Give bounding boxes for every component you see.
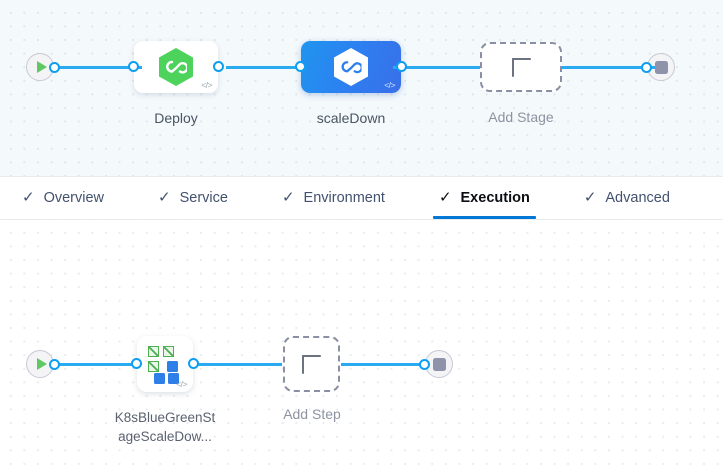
tab-label: Environment (303, 190, 385, 206)
step-code-badge: </> (176, 379, 187, 389)
end-input-port[interactable] (419, 359, 430, 370)
end-input-port[interactable] (641, 62, 652, 73)
connector-step-to-addstep (197, 363, 282, 366)
tab-environment[interactable]: ✓ Environment (282, 177, 385, 219)
step-label: K8sBlueGreenSt ageScaleDow... (103, 408, 227, 446)
check-icon: ✓ (438, 188, 452, 206)
kubernetes-scale-icon (148, 346, 182, 384)
step-label-line-2: ageScaleDow... (118, 429, 212, 444)
add-step-node[interactable] (283, 336, 340, 392)
stage-card[interactable]: </> (134, 41, 218, 93)
check-icon: ✓ (22, 188, 35, 206)
scaledown-output-port[interactable] (396, 61, 407, 72)
add-stage-placeholder[interactable] (480, 42, 562, 92)
scaledown-input-port[interactable] (295, 61, 306, 72)
stop-icon (432, 357, 446, 371)
step-input-port[interactable] (131, 358, 142, 369)
tab-service[interactable]: ✓ Service (158, 177, 228, 219)
stage-card-selected[interactable]: </> (301, 41, 401, 93)
connector-addstep-to-end (341, 363, 429, 366)
check-icon: ✓ (281, 188, 295, 206)
add-stage-node[interactable] (480, 42, 562, 92)
connector-start-to-deploy (52, 66, 142, 69)
connector-addstage-to-end (562, 66, 655, 69)
plus-icon (302, 354, 321, 374)
stage-canvas[interactable]: </> Deploy </> scaleDown (0, 0, 723, 176)
connector-start-to-step (52, 363, 140, 366)
start-circle (26, 350, 54, 378)
plus-icon (511, 57, 531, 77)
stage-config-tabs: ✓ Overview ✓ Service ✓ Environment ✓ Exe… (0, 176, 723, 220)
tab-label: Service (179, 190, 228, 206)
add-step-placeholder[interactable] (283, 336, 340, 392)
deploy-input-port[interactable] (128, 61, 139, 72)
stage-label-scaledown: scaleDown (316, 110, 386, 126)
add-step-label: Add Step (283, 406, 341, 422)
tab-overview[interactable]: ✓ Overview (22, 177, 104, 219)
execution-start-node[interactable] (26, 350, 60, 378)
stop-icon (654, 60, 668, 74)
tab-label: Overview (43, 190, 105, 206)
tab-execution[interactable]: ✓ Execution (432, 177, 536, 219)
start-output-port[interactable] (49, 359, 60, 370)
pipeline-start-node[interactable] (26, 53, 60, 81)
stage-node-deploy[interactable]: </> (128, 41, 224, 93)
harness-hexagon-white-icon (334, 48, 368, 86)
harness-hexagon-green-icon (159, 48, 193, 86)
step-card[interactable]: </> (137, 336, 193, 392)
stage-label-deploy: Deploy (154, 110, 198, 126)
tab-advanced[interactable]: ✓ Advanced (584, 177, 670, 219)
connector-deploy-to-scaledown (226, 66, 306, 69)
tab-label: Advanced (605, 190, 670, 206)
step-node-k8sbluegreenstagescaledown[interactable]: </> (131, 336, 199, 392)
check-icon: ✓ (583, 188, 597, 206)
stage-node-scaledown[interactable]: </> (295, 41, 407, 93)
pipeline-end-node[interactable] (641, 53, 675, 81)
play-icon (36, 61, 47, 73)
execution-step-canvas[interactable]: </> K8sBlueGreenSt ageScaleDow... Add St… (0, 220, 723, 474)
deploy-output-port[interactable] (213, 61, 224, 72)
check-icon: ✓ (158, 188, 171, 206)
tab-label: Execution (460, 190, 530, 206)
stage-code-badge: </> (201, 80, 212, 90)
add-stage-label: Add Stage (488, 109, 554, 125)
start-output-port[interactable] (49, 62, 60, 73)
step-label-line-1: K8sBlueGreenSt (114, 410, 216, 425)
step-output-port[interactable] (188, 358, 199, 369)
execution-end-node[interactable] (419, 350, 453, 378)
connector-scaledown-to-addstage (393, 66, 480, 69)
stage-code-badge: </> (384, 80, 395, 90)
play-icon (36, 358, 47, 370)
